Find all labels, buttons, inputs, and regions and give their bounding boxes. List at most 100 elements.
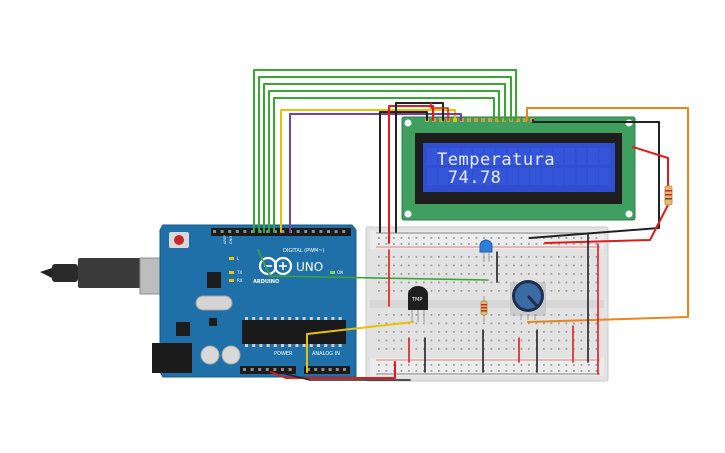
breadboard-hole: [423, 339, 425, 342]
breadboard-hole: [595, 237, 598, 239]
header-pin: [335, 368, 339, 371]
breadboard-hole: [580, 256, 583, 258]
lcd-char-cell: [484, 148, 495, 165]
breadboard-hole: [550, 331, 553, 333]
header-pin: [251, 230, 254, 233]
breadboard-hole: [520, 273, 523, 275]
breadboard-hole: [483, 273, 485, 275]
header-pin: [228, 230, 232, 233]
breadboard-hole: [483, 364, 485, 366]
lcd-char-cell: [530, 148, 541, 165]
breadboard-hole: [595, 339, 598, 342]
breadboard-hole: [588, 322, 590, 325]
breadboard-hole: [505, 264, 508, 267]
breadboard-hole: [513, 339, 515, 342]
breadboard-hole: [498, 243, 500, 245]
breadboard-hole: [513, 243, 515, 245]
potentiometer[interactable]: [510, 280, 546, 320]
breadboard-hole: [490, 331, 493, 333]
breadboard-hole: [573, 237, 575, 239]
breadboard-hole: [415, 331, 418, 333]
chip-pin: [281, 344, 284, 347]
usb-cable-housing: [78, 258, 146, 288]
breadboard-hole: [528, 256, 530, 258]
breadboard-hole: [378, 290, 380, 292]
wire-green-5: [273, 97, 495, 233]
breadboard-hole: [498, 331, 500, 333]
breadboard-hole: [445, 339, 448, 342]
breadboard-hole: [505, 370, 508, 372]
header-pin: [250, 368, 254, 371]
breadboard-hole: [385, 281, 388, 284]
breadboard-hole: [430, 322, 433, 325]
breadboard-hole: [378, 256, 380, 258]
breadboard-hole: [513, 256, 515, 258]
breadboard-hole: [460, 243, 463, 245]
breadboard-hole: [498, 364, 500, 366]
breadboard-hole: [528, 339, 530, 342]
breadboard-hole: [595, 331, 598, 333]
breadboard-hole: [453, 290, 455, 292]
lcd-char-cell: [438, 168, 449, 185]
breadboard-hole: [505, 237, 508, 239]
breadboard-hole: [400, 370, 403, 372]
breadboard-hole: [468, 264, 470, 267]
breadboard-hole: [438, 364, 440, 366]
breadboard-hole: [513, 370, 515, 372]
breadboard-hole: [430, 339, 433, 342]
breadboard-hole: [558, 331, 560, 333]
breadboard-hole: [565, 256, 568, 258]
reset-button[interactable]: [174, 235, 184, 245]
breadboard-hole: [445, 364, 448, 366]
wire-orange-pot: [526, 107, 689, 323]
breadboard-hole: [438, 237, 440, 239]
chip-pin: [266, 344, 270, 347]
breadboard-hole: [385, 237, 388, 239]
chip-pin: [338, 344, 342, 347]
breadboard-hole: [505, 348, 508, 350]
breadboard-hole: [453, 237, 455, 239]
breadboard-hole: [588, 273, 590, 275]
breadboard-hole: [400, 243, 403, 245]
label-rx: RX: [237, 278, 243, 283]
breadboard-hole: [468, 290, 470, 292]
header-pin: [243, 230, 247, 233]
breadboard-hole: [520, 364, 523, 366]
lcd-mount-hole: [404, 119, 412, 127]
breadboard-hole: [483, 264, 485, 267]
breadboard-hole: [558, 364, 560, 366]
header-pin: [281, 230, 285, 233]
breadboard-hole: [453, 339, 455, 342]
breadboard-hole: [408, 243, 410, 245]
breadboard-hole: [558, 370, 560, 372]
breadboard-hole: [573, 256, 575, 258]
breadboard-hole: [565, 364, 568, 366]
breadboard-hole: [378, 237, 380, 239]
breadboard-hole: [565, 370, 568, 372]
lcd-pin: [523, 118, 527, 122]
breadboard-hole: [438, 256, 440, 258]
header-pin: [273, 368, 277, 371]
breadboard-hole: [573, 364, 575, 366]
header-pin: [220, 230, 224, 233]
header-pin: [273, 230, 277, 233]
breadboard-hole: [423, 370, 425, 372]
breadboard-hole: [378, 339, 380, 342]
breadboard-hole: [550, 314, 553, 316]
breadboard-hole: [595, 348, 598, 350]
breadboard-hole: [588, 331, 590, 333]
breadboard-hole: [498, 273, 500, 275]
breadboard-hole: [468, 370, 470, 372]
lcd-char-cell: [450, 148, 460, 165]
lcd-char-cell: [450, 168, 460, 185]
breadboard-hole: [423, 237, 425, 239]
breadboard-hole: [393, 256, 395, 258]
breadboard-hole: [415, 273, 418, 275]
breadboard-hole: [445, 256, 448, 258]
breadboard-hole: [520, 322, 523, 325]
breadboard-hole: [460, 273, 463, 275]
breadboard-hole: [543, 339, 545, 342]
lcd-char-cell: [461, 168, 472, 185]
breadboard-hole: [505, 273, 508, 275]
chip-pin: [309, 317, 313, 320]
